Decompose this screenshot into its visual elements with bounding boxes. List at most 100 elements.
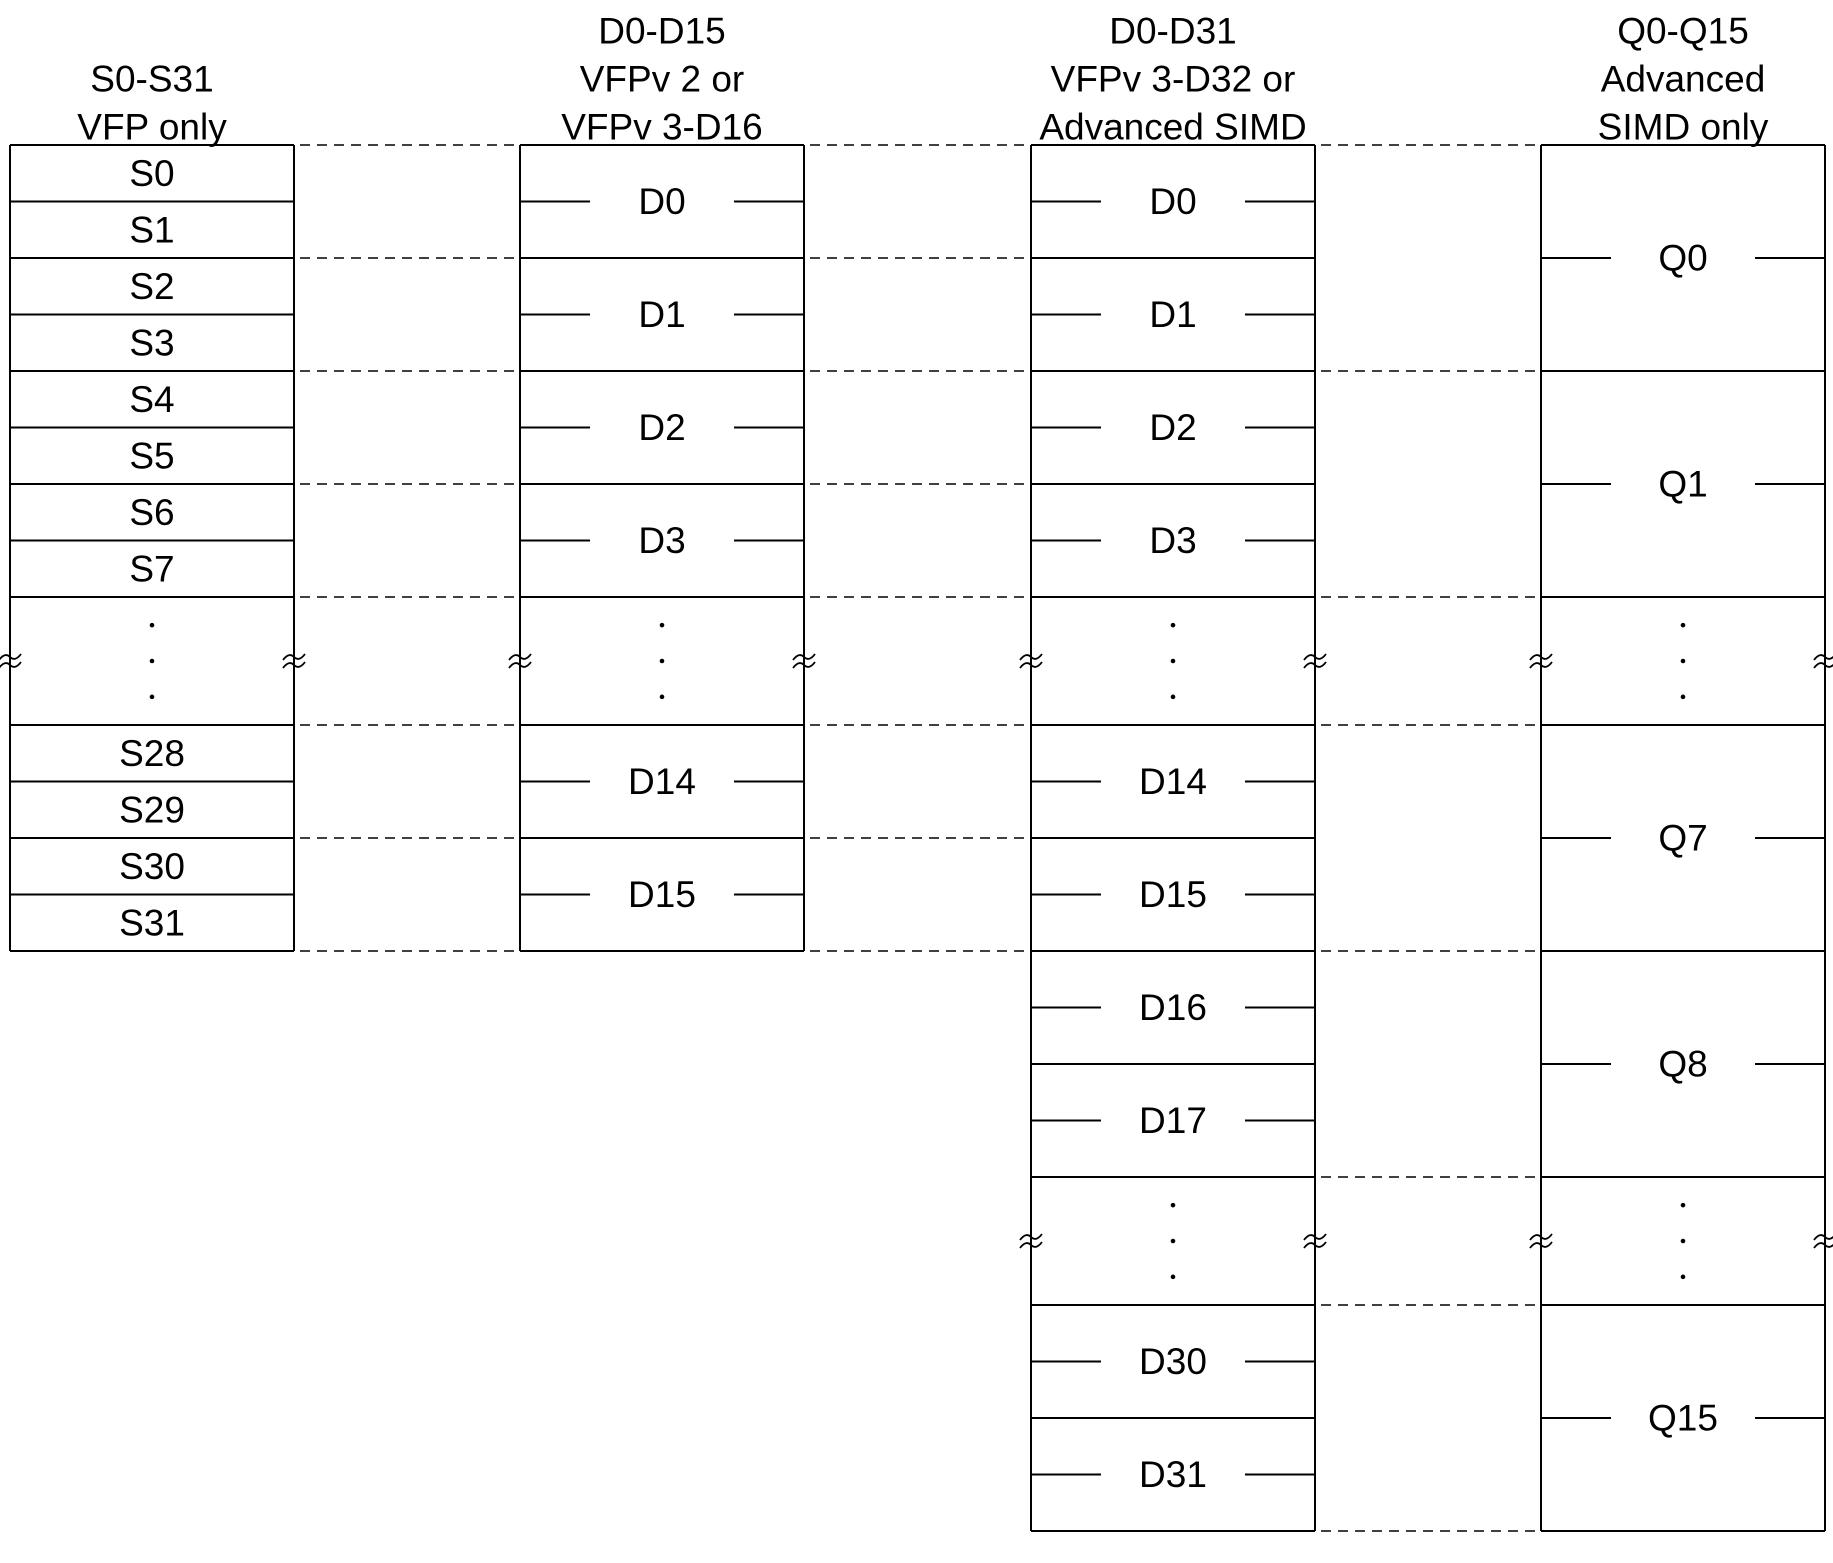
column-header-line: D0-D31 bbox=[1109, 11, 1237, 52]
register-label: S30 bbox=[119, 846, 185, 887]
ellipsis-dot bbox=[1680, 694, 1686, 700]
ellipsis-dot bbox=[659, 694, 665, 700]
register-label: D3 bbox=[1149, 520, 1196, 561]
register-cell: D0 bbox=[520, 181, 804, 259]
ellipsis-block bbox=[1019, 1202, 1327, 1306]
register-cell: S28 bbox=[10, 733, 294, 783]
register-cell: S6 bbox=[10, 492, 294, 542]
register-cell: Q8 bbox=[1541, 1044, 1825, 1178]
break-mark bbox=[1813, 654, 1833, 661]
register-label: Q0 bbox=[1658, 238, 1707, 279]
break-mark bbox=[1813, 662, 1833, 669]
break-mark bbox=[1813, 1242, 1833, 1249]
register-label: S2 bbox=[129, 266, 174, 307]
register-label: D17 bbox=[1139, 1100, 1207, 1141]
column-header-line: S0-S31 bbox=[90, 59, 213, 100]
register-cell: D15 bbox=[1031, 874, 1315, 952]
column-header-line: VFPv 3-D32 or bbox=[1051, 59, 1296, 100]
ellipsis-block bbox=[0, 622, 306, 726]
ellipsis-block bbox=[1019, 622, 1327, 726]
register-cell: D31 bbox=[1031, 1454, 1315, 1532]
column-header-line: Advanced SIMD bbox=[1039, 107, 1306, 148]
ellipsis-dot bbox=[1680, 1238, 1686, 1244]
ellipsis-dot bbox=[1680, 1274, 1686, 1280]
register-cell: D16 bbox=[1031, 987, 1315, 1065]
register-cell: D2 bbox=[1031, 407, 1315, 485]
register-cell: S3 bbox=[10, 322, 294, 372]
ellipsis-dot bbox=[1170, 622, 1176, 628]
register-cell: D14 bbox=[1031, 761, 1315, 839]
register-label: D30 bbox=[1139, 1341, 1207, 1382]
register-cell: D15 bbox=[520, 874, 804, 952]
register-label: S3 bbox=[129, 322, 174, 363]
register-label: D2 bbox=[638, 407, 685, 448]
register-label: D0 bbox=[638, 181, 685, 222]
register-cell: S30 bbox=[10, 846, 294, 896]
ellipsis-dot bbox=[1680, 622, 1686, 628]
register-cell: D1 bbox=[1031, 294, 1315, 372]
ellipsis-block bbox=[508, 622, 816, 726]
register-label: D31 bbox=[1139, 1454, 1207, 1495]
register-label: D2 bbox=[1149, 407, 1196, 448]
ellipsis-dot bbox=[149, 694, 155, 700]
register-cell: D14 bbox=[520, 761, 804, 839]
ellipsis-dot bbox=[1680, 658, 1686, 664]
register-label: S29 bbox=[119, 789, 185, 830]
register-label: Q15 bbox=[1648, 1398, 1718, 1439]
register-label: S0 bbox=[129, 153, 174, 194]
ellipsis-dot bbox=[1680, 1202, 1686, 1208]
column-header-line: D0-D15 bbox=[598, 11, 726, 52]
column-header-line: Advanced bbox=[1601, 59, 1766, 100]
register-label: Q7 bbox=[1658, 818, 1707, 859]
register-cell: Q15 bbox=[1541, 1398, 1825, 1532]
register-label: D3 bbox=[638, 520, 685, 561]
register-label: S28 bbox=[119, 733, 185, 774]
connector-lines bbox=[300, 144, 1535, 1532]
register-label: D15 bbox=[1139, 874, 1207, 915]
column-header-line: VFP only bbox=[77, 107, 227, 148]
ellipsis-dot bbox=[1170, 658, 1176, 664]
register-cell: S7 bbox=[10, 548, 294, 598]
register-label: D1 bbox=[638, 294, 685, 335]
ellipsis-dot bbox=[1170, 694, 1176, 700]
register-cell: D3 bbox=[520, 520, 804, 598]
ellipsis-dot bbox=[149, 622, 155, 628]
register-cell: Q1 bbox=[1541, 464, 1825, 598]
register-label: D14 bbox=[628, 761, 696, 802]
register-cell: Q7 bbox=[1541, 818, 1825, 952]
register-cell: S29 bbox=[10, 789, 294, 839]
register-label: D14 bbox=[1139, 761, 1207, 802]
register-label: D16 bbox=[1139, 987, 1207, 1028]
ellipsis-dot bbox=[1170, 1202, 1176, 1208]
break-mark bbox=[1813, 1234, 1833, 1241]
column-header-line: SIMD only bbox=[1598, 107, 1769, 148]
register-cell: S0 bbox=[10, 153, 294, 203]
register-label: Q8 bbox=[1658, 1044, 1707, 1085]
column-header-line: VFPv 3-D16 bbox=[561, 107, 763, 148]
column-header-line: VFPv 2 or bbox=[580, 59, 745, 100]
register-cell: S4 bbox=[10, 379, 294, 429]
register-label: S5 bbox=[129, 435, 174, 476]
register-cell: S5 bbox=[10, 435, 294, 485]
ellipsis-dot bbox=[659, 658, 665, 664]
register-label: Q1 bbox=[1658, 464, 1707, 505]
register-cell: D1 bbox=[520, 294, 804, 372]
register-cell: D3 bbox=[1031, 520, 1315, 598]
register-cell: D2 bbox=[520, 407, 804, 485]
register-cell: D30 bbox=[1031, 1341, 1315, 1419]
ellipsis-dot bbox=[1170, 1238, 1176, 1244]
register-label: D15 bbox=[628, 874, 696, 915]
register-label: D1 bbox=[1149, 294, 1196, 335]
ellipsis-block bbox=[1529, 1202, 1833, 1306]
ellipsis-dot bbox=[149, 658, 155, 664]
register-cell: S1 bbox=[10, 209, 294, 259]
register-label: S4 bbox=[129, 379, 174, 420]
ellipsis-dot bbox=[1170, 1274, 1176, 1280]
column-header-line: Q0-Q15 bbox=[1617, 11, 1749, 52]
register-cell: Q0 bbox=[1541, 238, 1825, 372]
